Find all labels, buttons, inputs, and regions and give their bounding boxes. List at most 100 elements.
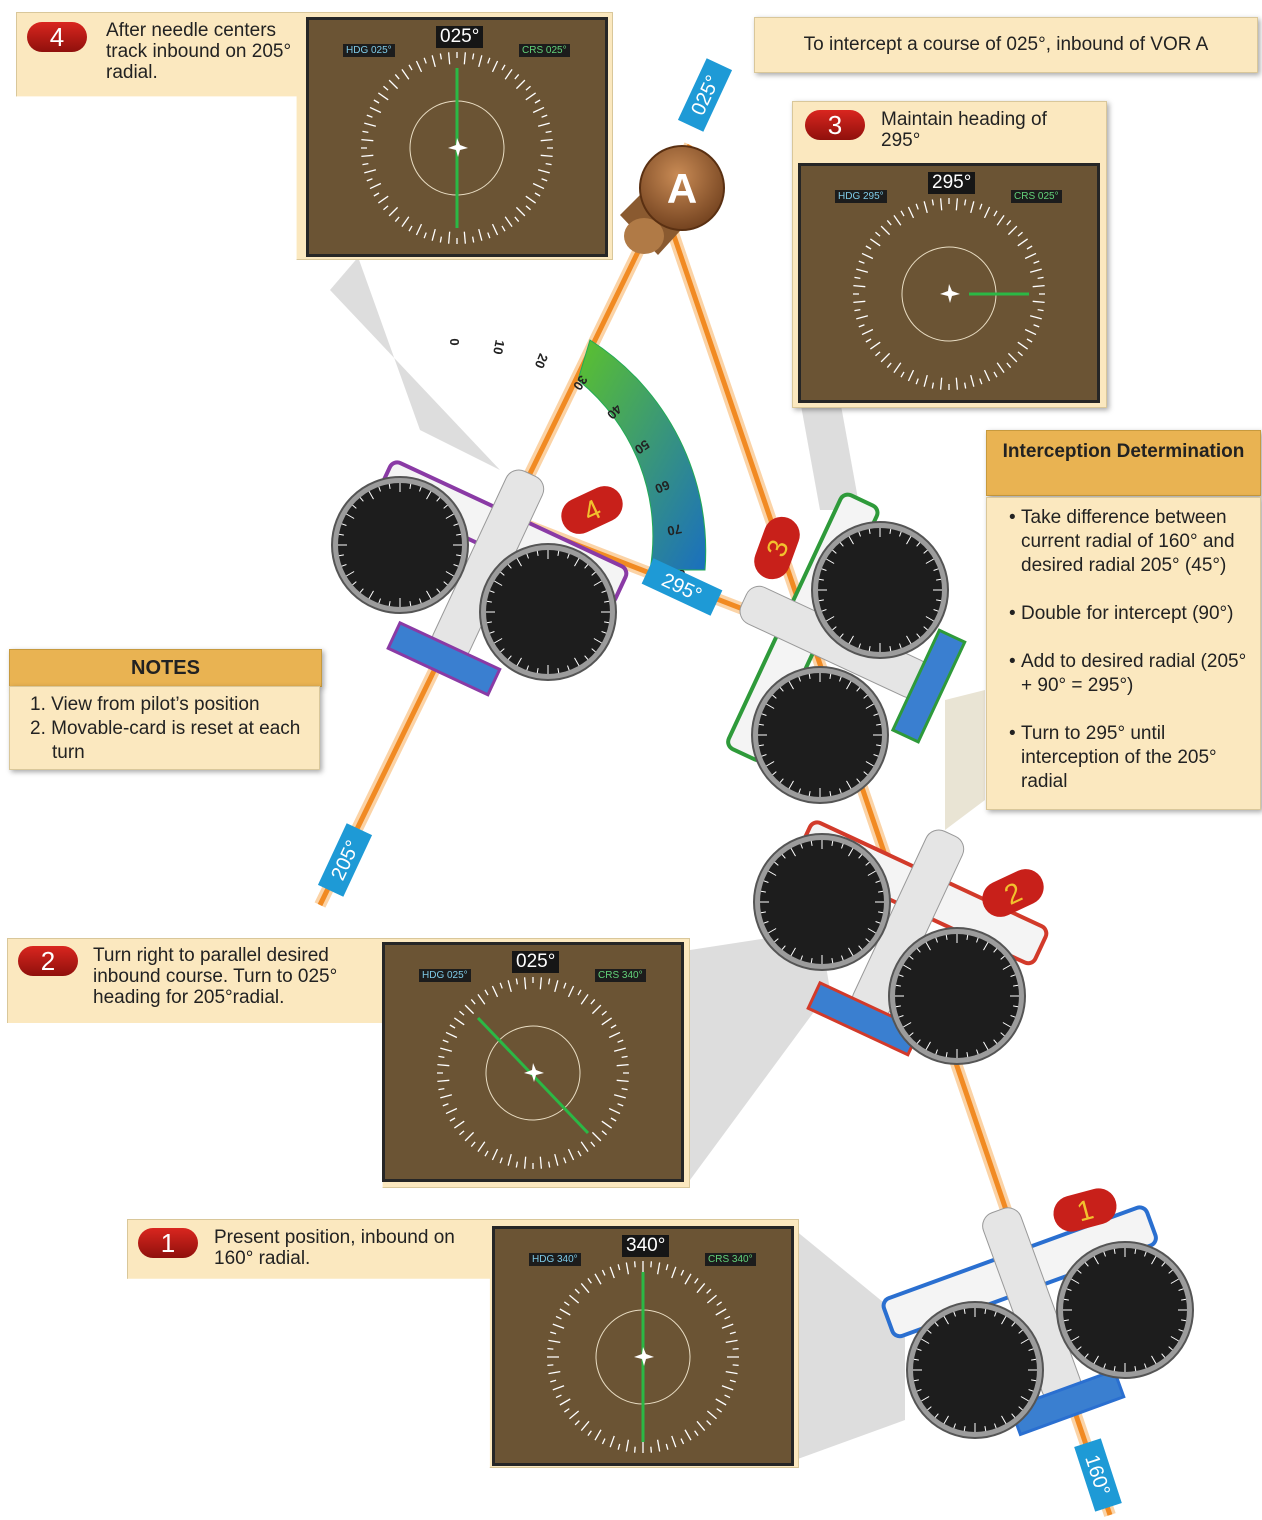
gauge-tick <box>781 945 786 950</box>
compass-tick <box>601 1120 613 1129</box>
gauge-tick <box>848 848 854 857</box>
compass-tick <box>671 1435 677 1448</box>
compass-tick <box>716 1301 723 1306</box>
compass-tick <box>532 977 534 984</box>
crs-tag-2: CRS 340° <box>595 969 646 982</box>
compass-tick <box>580 1283 590 1294</box>
compass-tick <box>865 245 872 250</box>
arc-tick-label: 0 <box>447 338 462 345</box>
gauge-tick <box>821 568 827 571</box>
compass-tick <box>1026 338 1033 343</box>
compass-tick <box>394 216 400 222</box>
gauge-tick <box>489 590 495 593</box>
gauge-tick <box>898 974 904 977</box>
compass-tick <box>601 1269 606 1276</box>
compass-tick <box>439 53 443 60</box>
compass-tick <box>437 1063 450 1067</box>
compass-tick <box>569 1410 580 1420</box>
compass-tick <box>886 220 892 226</box>
gauge-tick <box>1134 1366 1137 1372</box>
gauge-tick <box>1077 1269 1082 1274</box>
gauge-tick <box>1011 1322 1016 1327</box>
compass-tick <box>1017 351 1023 357</box>
interception-panel: Take difference between current radial o… <box>986 497 1261 810</box>
gauge-tick <box>916 1348 922 1351</box>
gauge-tick <box>1181 1298 1187 1301</box>
gauge-tick <box>567 665 570 671</box>
gauge-tick <box>378 598 381 604</box>
gauge-tick <box>346 513 355 519</box>
compass-tick <box>463 231 467 244</box>
compass-tick <box>1032 300 1045 304</box>
compass-tick <box>547 1161 551 1168</box>
hdg-tag-2: HDG 025° <box>419 969 471 982</box>
compass-tick <box>983 206 991 219</box>
gauge-tick <box>867 928 876 934</box>
gauge-face <box>486 550 610 674</box>
step-1-text: Present position, inbound on 160° radial… <box>214 1227 455 1269</box>
compass-tick <box>1024 328 1037 336</box>
compass-tick <box>616 1063 629 1067</box>
gauge-tick <box>808 673 811 679</box>
gauge-tick <box>409 601 412 607</box>
compass-tick <box>858 260 865 264</box>
gauge-tick <box>925 558 934 564</box>
compass-tick <box>442 1039 449 1043</box>
gauge-tick <box>832 626 837 631</box>
compass-tick <box>715 1398 727 1406</box>
gauge-tick <box>516 657 522 666</box>
gauge-tick <box>1144 1251 1147 1257</box>
gauge-face <box>895 934 1019 1058</box>
compass-tick <box>684 1429 692 1441</box>
gauge-tick <box>903 1022 912 1028</box>
compass-tick <box>656 1262 661 1275</box>
compass-tick <box>617 1264 621 1271</box>
aircraft-badge-1: 1 <box>1053 1188 1117 1232</box>
compass-tick <box>1017 238 1029 247</box>
gauge-tick <box>899 643 902 649</box>
arc-tick-label: 60 <box>653 477 672 496</box>
gauge-face <box>818 528 942 652</box>
gauge-tick <box>925 942 931 951</box>
gauge-tick <box>945 934 948 940</box>
compass-tick <box>671 1266 677 1279</box>
compass-tick <box>545 162 552 166</box>
compass-tick <box>477 1141 486 1153</box>
gauge-tick <box>601 590 607 593</box>
gauge-tick <box>846 681 852 690</box>
compass-tick <box>725 1370 738 1375</box>
gauge-tick <box>925 1041 931 1050</box>
aircraft-instruments <box>331 476 1194 1439</box>
compass-tick <box>869 341 881 350</box>
gauge-tick <box>839 542 844 547</box>
gauge-tick <box>1161 1353 1166 1358</box>
compass-tick <box>453 1120 465 1129</box>
gauge-tick <box>338 554 344 557</box>
gauge-tick <box>934 1413 939 1418</box>
compass-tick <box>545 130 552 134</box>
compass-tick <box>415 60 423 73</box>
gauge-tick <box>810 840 813 846</box>
gauge-tick <box>899 531 902 537</box>
compass-tick <box>996 362 1005 374</box>
gauge-tick <box>925 616 934 622</box>
gauge-tick <box>1010 974 1016 977</box>
compass-card <box>546 1261 740 1454</box>
gauge-tick <box>934 1322 939 1327</box>
compass-tick <box>362 162 369 166</box>
gauge-tick <box>790 947 796 956</box>
compass-tick <box>939 377 943 390</box>
gauge-tick <box>1020 1338 1029 1344</box>
compass-tick <box>656 1439 661 1452</box>
compass-tick <box>853 300 866 304</box>
gauge-tick <box>800 843 803 849</box>
gauge-tick <box>889 528 892 534</box>
compass-tick <box>478 55 483 68</box>
compass-tick <box>548 1339 561 1344</box>
compass-tick <box>665 1443 669 1450</box>
gauge-tick <box>841 955 844 961</box>
gauge-tick <box>916 1039 921 1044</box>
compass-tick <box>373 99 380 104</box>
compass-tick <box>1017 341 1029 350</box>
compass-tick <box>523 1156 527 1169</box>
